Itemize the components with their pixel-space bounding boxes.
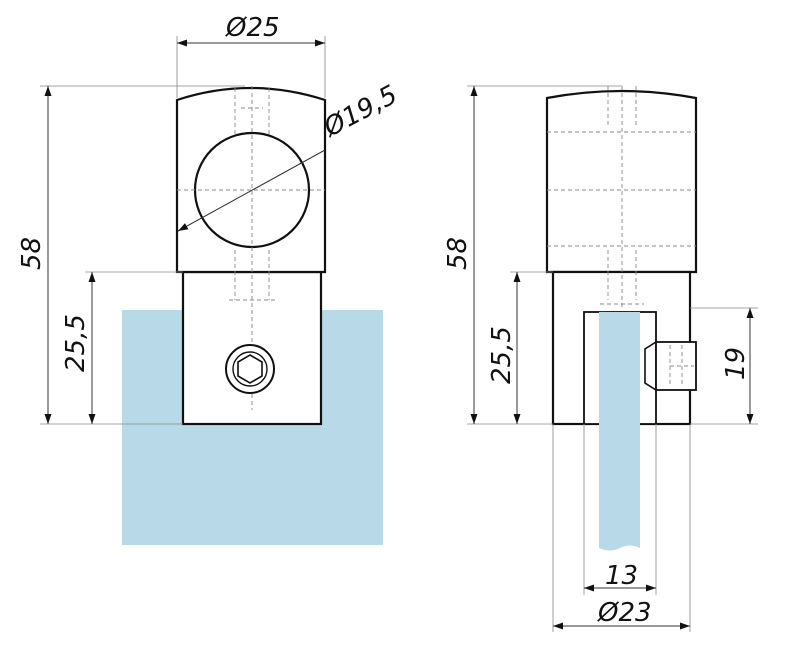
side-hidden-lines (547, 86, 696, 310)
side-upper-body (545, 89, 698, 274)
side-dim-label-19: 19 (721, 347, 751, 380)
front-dim-label-58: 58 (17, 237, 47, 270)
front-hidden-centerline (177, 86, 325, 410)
front-dim-label-25-5: 25,5 (61, 314, 91, 372)
side-glass-panel (599, 312, 640, 551)
side-dim-label-d23: Ø23 (597, 598, 652, 628)
front-dim-label-d19-5: Ø19,5 (318, 80, 402, 144)
side-extension-lines (467, 85, 758, 632)
front-dim-label-d25: Ø25 (225, 13, 280, 43)
hex-socket-icon (225, 344, 275, 394)
side-dim-label-25-5: 25,5 (487, 326, 517, 384)
front-extension-lines (40, 36, 326, 425)
front-view: Ø25 Ø19,5 58 25,5 (17, 13, 402, 545)
front-dim-line-d19-5 (177, 149, 326, 232)
side-clamp-screw (644, 340, 697, 392)
side-view: 58 25,5 19 13 Ø23 (443, 85, 758, 632)
side-dim-label-13: 13 (605, 561, 638, 591)
side-dim-label-58: 58 (443, 237, 473, 270)
